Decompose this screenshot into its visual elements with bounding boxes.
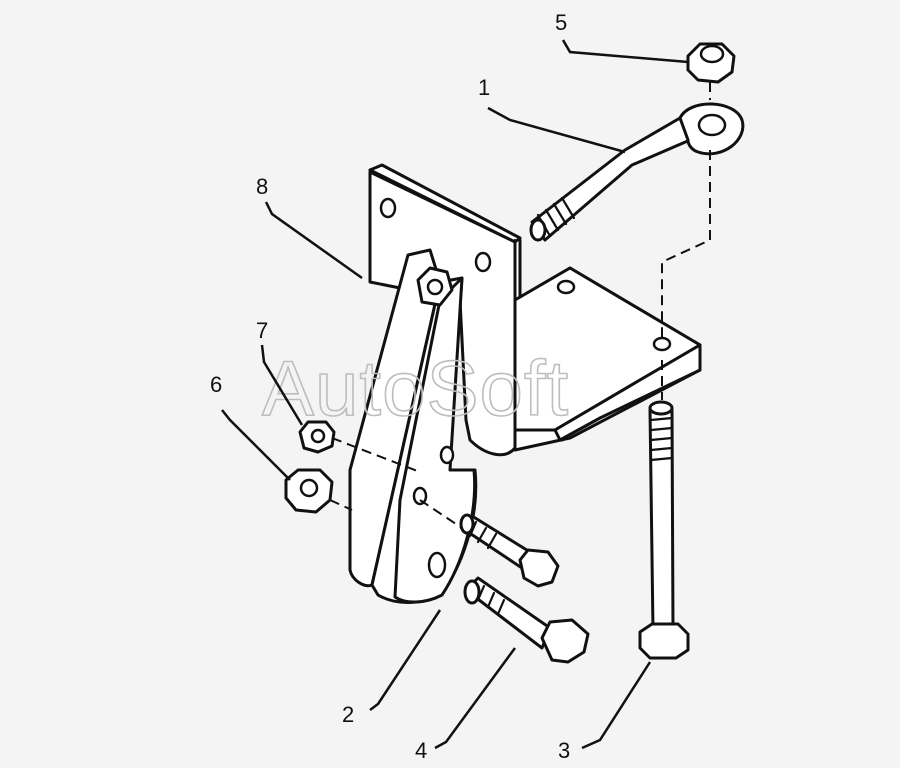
callout-1: 1 — [478, 75, 490, 100]
bracket-hole — [379, 197, 397, 219]
large-nut — [284, 468, 334, 514]
bracket-hole — [474, 251, 492, 273]
callout-8: 8 — [256, 174, 268, 199]
short-bolt-lower — [463, 576, 590, 664]
watermark: AutoSoft — [262, 344, 569, 432]
callout-7: 7 — [256, 318, 268, 343]
plate-hole — [427, 551, 447, 579]
plate-top-nut — [416, 266, 454, 307]
top-nut — [686, 42, 736, 84]
callout-5: 5 — [555, 10, 567, 35]
callout-6: 6 — [210, 372, 222, 397]
mounting-bracket — [368, 163, 702, 457]
tension-rod — [529, 102, 745, 242]
rod-eye-hole — [697, 113, 727, 137]
callout-4: 4 — [415, 738, 427, 763]
callout-2: 2 — [342, 702, 354, 727]
plate-hole — [412, 486, 428, 506]
long-bolt — [638, 400, 690, 660]
short-bolt-upper — [459, 513, 560, 588]
callout-3: 3 — [558, 738, 570, 763]
plate-hole — [439, 445, 455, 465]
assembly-lines — [329, 82, 711, 529]
bracket-hole — [556, 279, 576, 295]
link-plate — [348, 248, 478, 604]
bracket-hole — [652, 336, 672, 352]
callouts: 1 2 3 4 5 6 7 8 — [210, 10, 689, 763]
